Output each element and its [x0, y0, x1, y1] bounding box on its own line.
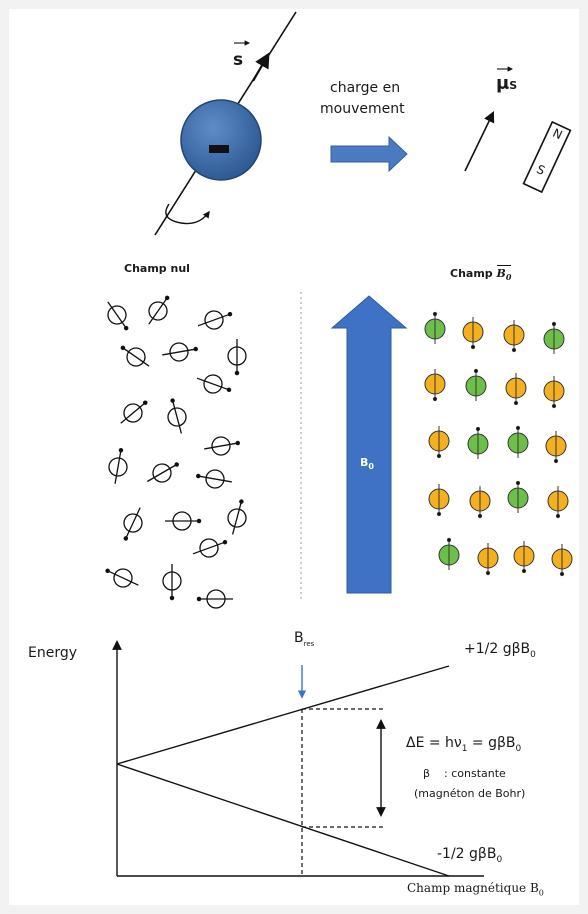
electron-sphere [180, 99, 262, 181]
field-axis-label: Champ magnétique B0 [407, 881, 544, 898]
bohr-magneton-note: (magnéton de Bohr) [414, 787, 526, 800]
delta-e-equation: ΔE = hν1 = gβB0 [406, 735, 522, 754]
spin-label: s [233, 50, 244, 70]
zero-field-title: Champ nul [124, 262, 190, 275]
magnetic-moment-label: μS [496, 73, 518, 94]
lower-energy-level [116, 763, 450, 877]
applied-field-title: Champ B0 [450, 265, 512, 283]
energy-axis-label: Energy [28, 645, 78, 661]
rotation-arrow [165, 203, 210, 225]
resonance-field-label: Bres [294, 630, 315, 648]
magnetic-moment-arrow [464, 110, 495, 172]
upper-energy-level [116, 665, 450, 765]
beta-constant-note: β : constante [423, 767, 506, 780]
aligned-spins [424, 311, 573, 577]
figure-drawing [105, 11, 573, 877]
upper-level-label: +1/2 gβB0 [464, 641, 536, 660]
lower-level-label: -1/2 gβB0 [437, 846, 503, 865]
b0-arrow-label: B0 [360, 456, 374, 472]
b0-field-arrow [330, 295, 408, 594]
negative-charge-sign [209, 145, 229, 153]
bar-magnet [522, 120, 572, 194]
random-spins [105, 295, 247, 609]
motion-arrow [330, 135, 408, 173]
motion-caption-line1: charge en [330, 80, 401, 96]
figure-canvas: s charge en mouvement μS N S Champ nul C… [9, 9, 579, 905]
motion-caption-line2: mouvement [320, 101, 405, 117]
